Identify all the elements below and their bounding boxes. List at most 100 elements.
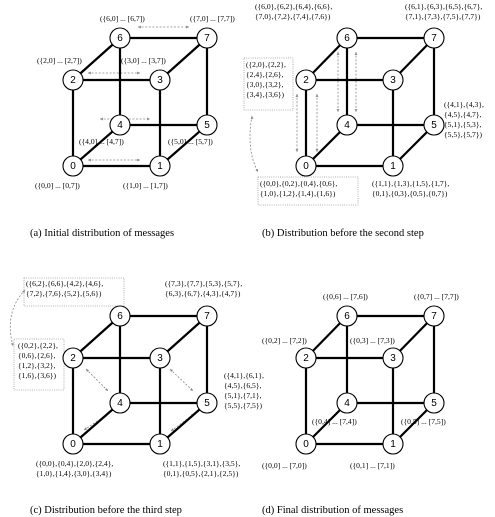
node-5: 5 <box>423 114 445 136</box>
node-circle <box>196 392 218 414</box>
message-line: {4,5},{4,7}, <box>444 110 481 119</box>
node-3: 3 <box>149 69 171 91</box>
node-label: 7 <box>204 33 210 44</box>
node-circle <box>62 347 84 369</box>
message-line: ({1,1},{1,3},{1,5},{1,7}, <box>372 179 449 188</box>
message-line: ({1,1},{1,5},{3,1},{3,5}, <box>163 459 240 468</box>
message-set-node-0: ({0,0},{0,2},{0,4},{0,6},{1,0},{1,2},{1,… <box>260 179 337 198</box>
message-set-node-1: ({0,1] ... [7,1]) <box>350 461 395 470</box>
node-circle <box>109 305 131 327</box>
node-4: 4 <box>336 392 358 414</box>
message-line: ({0,0] ... [7,0]) <box>262 461 307 470</box>
message-line: {0,6},{2,6}, <box>18 351 55 360</box>
node-circle <box>109 392 131 414</box>
node-label: 2 <box>70 75 76 86</box>
node-2: 2 <box>295 347 317 369</box>
arrow-head <box>88 158 91 162</box>
node-circle <box>336 27 358 49</box>
message-set-node-1: ({1,0] ... [1,7]) <box>123 181 168 190</box>
selection-box <box>257 176 359 206</box>
message-line: {3,0},{3,2}, <box>246 80 283 89</box>
arrow-head <box>336 52 340 55</box>
message-set-node-2: ({2,0] ... [2,7]) <box>37 56 82 65</box>
message-set-node-3: ({3,0] ... [3,7]) <box>121 56 166 65</box>
node-4: 4 <box>336 114 358 136</box>
node-label: 1 <box>390 439 396 450</box>
arrow-head <box>315 94 319 97</box>
message-set-node-7: ({6,1},{6,3},{6,5},{6,7},{7,1},{7,3},{7,… <box>405 2 482 21</box>
message-line: {7,0},{7,2},{7,4},{7,6}) <box>255 12 331 21</box>
node-label: 3 <box>157 353 163 364</box>
node-1: 1 <box>382 155 404 177</box>
arrow-head <box>354 109 358 112</box>
node-circle <box>109 27 131 49</box>
message-line: ({4,0] ... [4,7]) <box>79 137 124 146</box>
node-label: 0 <box>303 439 309 450</box>
message-set-node-4: ({4,0] ... [4,7]) <box>79 137 124 146</box>
node-7: 7 <box>423 27 445 49</box>
panel-caption: (c) Distribution before the third step <box>30 505 182 516</box>
node-circle <box>382 347 404 369</box>
node-circle <box>295 69 317 91</box>
node-label: 0 <box>70 161 76 172</box>
arrow-head <box>170 369 174 373</box>
node-7: 7 <box>196 305 218 327</box>
arrow-head <box>147 117 150 121</box>
panel-caption: (b) Distribution before the second step <box>262 228 424 239</box>
node-label: 5 <box>204 120 210 131</box>
message-set-node-5: ({4,1},{6,1},{4,5},{6,5},{5,1},{7,1},{5,… <box>224 371 264 410</box>
node-circle <box>295 347 317 369</box>
node-circle <box>62 155 84 177</box>
message-line: ({2,0},{2,2}, <box>246 60 286 69</box>
message-set-node-6: ({0,6] ... [7,6]) <box>323 292 368 301</box>
node-1: 1 <box>149 433 171 455</box>
message-set-node-7: ({7,0] ... [7,7]) <box>190 14 235 23</box>
node-label: 4 <box>117 120 123 131</box>
message-line: {0,1},{0,5},{2,1},{2,5}) <box>163 469 239 478</box>
message-line: {5,5},{7,5}) <box>224 401 262 410</box>
message-line: {1,0},{1,4},{3,0},{3,4}) <box>36 469 112 478</box>
node-label: 2 <box>303 75 309 86</box>
node-5: 5 <box>196 392 218 414</box>
message-line: ({0,0] ... [0,7]) <box>35 181 80 190</box>
arrow-head <box>255 168 259 172</box>
node-0: 0 <box>62 155 84 177</box>
message-line: ({5,0] ... [5,7]) <box>168 137 213 146</box>
node-label: 6 <box>117 33 123 44</box>
message-set-node-2: ({0,2] ... [7,2]) <box>262 336 307 345</box>
node-label: 5 <box>204 398 210 409</box>
arrow-head <box>84 427 88 430</box>
message-set-node-6: ({6,0},{6,2},{6,4},{6,6},{7,0},{7,2},{7,… <box>255 2 332 21</box>
node-label: 4 <box>344 398 350 409</box>
message-set-node-5: ({0,5] ... [7,5]) <box>401 417 446 426</box>
message-line: {5,1},{5,3}, <box>444 120 481 129</box>
message-line: ({3,0] ... [3,7]) <box>121 56 166 65</box>
node-label: 3 <box>390 353 396 364</box>
message-line: {6,3},{6,7},{4,3},{4,7}) <box>165 289 241 298</box>
node-6: 6 <box>336 305 358 327</box>
node-label: 1 <box>390 161 396 172</box>
panel-caption: (d) Final distribution of messages <box>262 505 403 516</box>
exchange-arrow <box>83 413 109 431</box>
node-3: 3 <box>149 347 171 369</box>
node-circle <box>295 433 317 455</box>
message-line: {4,5},{6,5}, <box>224 381 261 390</box>
node-0: 0 <box>62 433 84 455</box>
message-line: ({0,0},{0,4},{2,0},{2,4}, <box>36 459 113 468</box>
node-5: 5 <box>196 114 218 136</box>
node-circle <box>196 27 218 49</box>
message-line: ({0,2},{2,2}, <box>18 341 58 350</box>
node-circle <box>382 155 404 177</box>
message-set-node-3: ({0,3] ... [7,3]) <box>350 336 395 345</box>
arrow-head <box>22 290 25 294</box>
message-line: ({0,3] ... [7,3]) <box>350 336 395 345</box>
message-line: ({0,7] ... [7,7]) <box>414 292 459 301</box>
node-circle <box>62 433 84 455</box>
arrow-head <box>295 149 299 152</box>
node-circle <box>336 305 358 327</box>
arrow-head <box>189 387 193 391</box>
selection-box <box>13 338 65 391</box>
node-circle <box>382 433 404 455</box>
